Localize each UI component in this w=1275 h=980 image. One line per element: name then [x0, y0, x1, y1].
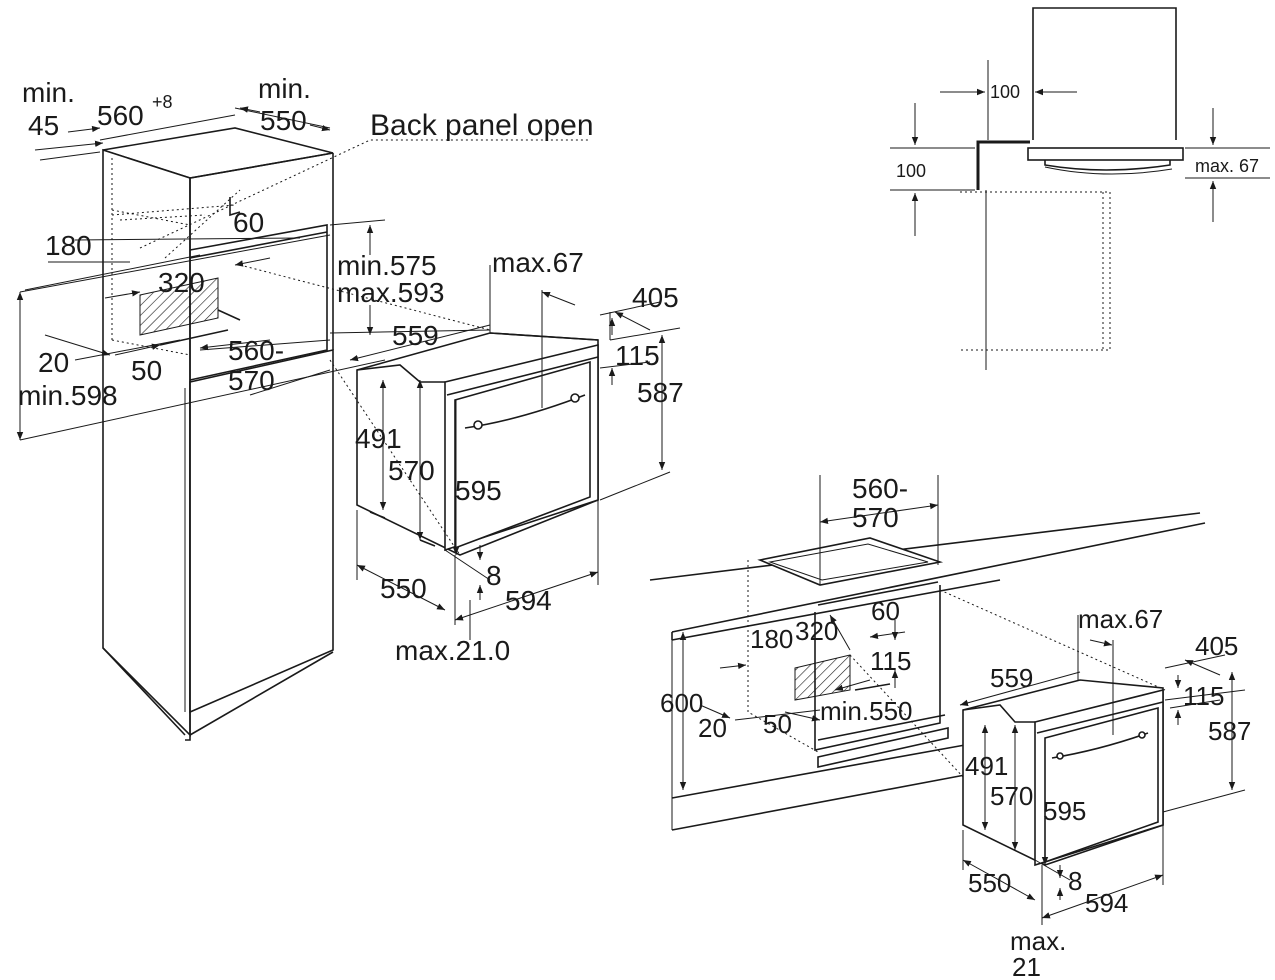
niche-width-main: 560: [97, 100, 144, 131]
oven-right-max21-line1: max.: [1010, 926, 1066, 956]
oven-left-595: 595: [455, 475, 502, 506]
uc-w560-line1: 560-: [852, 473, 908, 504]
oven-right-115: 115: [1183, 681, 1224, 711]
oven-left-550: 550: [380, 573, 427, 604]
uc-180: 180: [750, 624, 793, 654]
min-598: min.598: [18, 380, 118, 411]
detail-max67: max. 67: [1195, 156, 1259, 176]
detail-100-top: 100: [990, 82, 1020, 102]
oven-right-595: 595: [1043, 796, 1086, 826]
min-575: min.575: [337, 250, 437, 281]
oven-left-405: 405: [632, 282, 679, 313]
oven-left-594: 594: [505, 585, 552, 616]
uc-115: 115: [870, 646, 911, 676]
tall-cabinet: [102, 127, 334, 741]
oven-right-559: 559: [990, 663, 1033, 693]
oven-left-dimensions: [239, 264, 681, 640]
oven-right-max21-line2: 21: [1012, 952, 1041, 980]
min-45-line1: min.: [22, 77, 75, 108]
oven-right-594: 594: [1085, 888, 1128, 918]
oven-right-587: 587: [1208, 716, 1251, 746]
niche-width-sup: +8: [152, 92, 173, 112]
min-550-line1: min.: [258, 73, 311, 104]
oven-left-491: 491: [355, 423, 402, 454]
oven-left-587: 587: [637, 377, 684, 408]
section-detail: [890, 7, 1270, 370]
uc-min550: min.550: [820, 696, 913, 726]
uc-320: 320: [795, 616, 838, 646]
oven-left-570: 570: [388, 455, 435, 486]
width-560-line1: 560-: [228, 335, 284, 366]
oven-left-max21: max.21.0: [395, 635, 510, 666]
uc-60: 60: [871, 596, 900, 626]
max-593: max.593: [337, 277, 444, 308]
oven-right-dimensions: [959, 615, 1246, 925]
detail-100-left: 100: [896, 161, 926, 181]
uc-600: 600: [660, 688, 703, 718]
oven-right-570: 570: [990, 781, 1033, 811]
cabinet-dimensions: [16, 106, 590, 441]
oven-left-559: 559: [392, 320, 439, 351]
oven-left-max67: max.67: [492, 247, 584, 278]
undercounter-dimensions: [679, 475, 1166, 861]
oven-left-8: 8: [486, 560, 502, 591]
undercounter-cabinet: [649, 512, 1206, 831]
oven-right-405: 405: [1195, 631, 1238, 661]
oven-left-115: 115: [615, 340, 660, 371]
dim-50: 50: [131, 355, 162, 386]
uc-w560-line2: 570: [852, 502, 899, 533]
oven-right-8: 8: [1068, 866, 1082, 896]
back-panel-note: Back panel open: [370, 109, 594, 142]
vent-60: 60: [233, 207, 264, 238]
oven-right-550: 550: [968, 868, 1011, 898]
min-45-line2: 45: [28, 110, 59, 141]
uc-50: 50: [763, 709, 792, 739]
dim-180: 180: [45, 230, 92, 261]
oven-right-491: 491: [965, 751, 1008, 781]
min-550-line2: 550: [260, 105, 307, 136]
dim-20: 20: [38, 347, 69, 378]
width-560-line2: 570: [228, 365, 275, 396]
dim-320: 320: [158, 267, 205, 298]
oven-right-max67: max.67: [1078, 604, 1163, 634]
uc-20: 20: [698, 713, 727, 743]
